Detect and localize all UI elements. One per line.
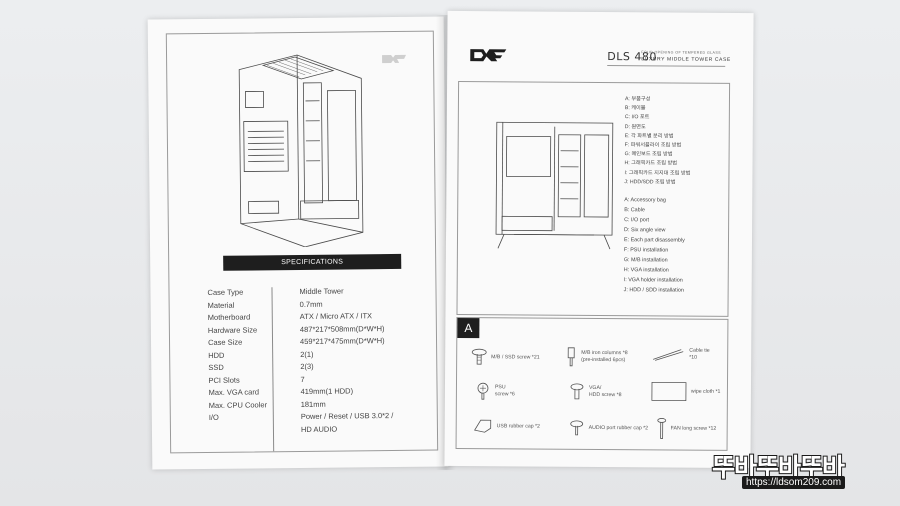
spec-value: 7 xyxy=(300,374,305,384)
spec-value: Power / Reset / USB 3.0*2 / xyxy=(300,411,394,421)
standoff-icon xyxy=(567,347,575,367)
accessory-vga-hdd-screw: VGA/ HDD screw *8 xyxy=(569,383,622,401)
brand-logo-icon xyxy=(470,49,507,62)
accessory-psu-screw: PSU screw *6 xyxy=(475,382,515,400)
legend-item: C: I/O port xyxy=(624,217,650,224)
screw-icon xyxy=(471,348,487,365)
legend-item: D: 원면도 xyxy=(624,123,646,130)
screw-icon xyxy=(477,382,489,400)
legend-item: G: M/B installation xyxy=(623,257,668,264)
legend-item: F: 파워서플라이 조립 방법 xyxy=(624,142,682,149)
left-page-frame: SPECIFICATIONS Case Type Material Mother… xyxy=(165,30,439,454)
spec-value: 459*217*475mm(D*W*H) xyxy=(299,336,385,346)
accessory-audio-rubber-cap: AUDIO port rubber cap *2 xyxy=(569,419,649,438)
spec-value: ATX / Micro ATX / ITX xyxy=(299,311,373,321)
spec-value: 181mm xyxy=(300,399,326,409)
manual-left-page: SPECIFICATIONS Case Type Material Mother… xyxy=(147,16,449,470)
legend-item: C: I/O 포트 xyxy=(624,114,650,121)
long-screw-icon xyxy=(657,418,667,439)
spec-value: 2(1) xyxy=(300,349,314,359)
spec-value: 0.7mm xyxy=(299,299,323,309)
model-subtitle-small: FOUR OPENING OF TEMPERED GLASS xyxy=(641,50,721,55)
spec-value: 487*217*508mm(D*W*H) xyxy=(299,323,385,334)
legend-item: A: 부품구성 xyxy=(624,96,651,103)
spec-value: 2(3) xyxy=(300,361,314,371)
accessory-wipe-cloth: wipe cloth *1 xyxy=(651,381,721,402)
legend-item: G: 메인보드 조립 방법 xyxy=(624,151,673,158)
legend-item: E: 각 파트별 분리 방법 xyxy=(624,132,674,140)
spec-value: 419mm(1 HDD) xyxy=(300,386,354,396)
accessory-fan-long-screw: FAN long screw *12 xyxy=(657,417,717,439)
accessory-cable-tie: Cable tie *10 xyxy=(651,347,710,361)
legend-item: H: 그래픽카드 조립 방법 xyxy=(624,160,678,167)
accessory-mb-iron-columns: M/B iron columns *8 (pre-installed 6pcs) xyxy=(565,347,628,367)
legend-item: J: HDD/SDD 조립 방법 xyxy=(624,178,676,186)
legend-item: F: PSU installation xyxy=(623,247,669,254)
legend-english: A: Accessory bag B: Cable C: I/O port D:… xyxy=(624,197,686,297)
legend-item: E: Each part disassembly xyxy=(623,237,685,244)
rubber-cap-icon xyxy=(570,420,584,436)
legend-item: J: HDD / SDD installation xyxy=(623,287,684,294)
title-underline xyxy=(607,65,726,67)
cloth-icon xyxy=(651,381,687,402)
legend-item: A: Accessory bag xyxy=(624,197,666,204)
spec-values: Middle Tower 0.7mm ATX / Micro ATX / ITX… xyxy=(299,286,393,437)
spec-value: HD AUDIO xyxy=(300,424,338,434)
legend-item: D: Six angle view xyxy=(624,227,666,234)
model-subtitle: LUXURY MIDDLE TOWER CASE xyxy=(641,56,731,63)
accessory-bag-frame: A M/B / SSD screw *21 M/B iron columns *… xyxy=(455,317,729,451)
legend-item: B: 케이블 xyxy=(624,105,646,112)
case-isometric-drawing xyxy=(238,54,364,248)
overview-diagram-frame: A: 부품구성 B: 케이블 C: I/O 포트 D: 원면도 E: 각 파트별… xyxy=(456,81,731,317)
cable-tie-icon xyxy=(653,349,684,361)
section-badge: A xyxy=(457,318,480,339)
brand-logo-faint xyxy=(381,54,407,67)
screw-icon xyxy=(570,383,584,400)
manual-right-page: DLS 480 FOUR OPENING OF TEMPERED GLASS L… xyxy=(444,10,754,469)
legend-item: H: VGA installation xyxy=(623,267,669,274)
specifications-heading: SPECIFICATIONS xyxy=(223,253,402,271)
legend-item: I: 그래픽카드 지지대 조립 방법 xyxy=(624,169,691,177)
legend-item: B: Cable xyxy=(624,207,645,214)
case-side-view-drawing xyxy=(495,121,614,250)
legend-korean: A: 부품구성 B: 케이블 C: I/O 포트 D: 원면도 E: 각 파트별… xyxy=(624,95,691,187)
watermark-url: https://ldsom209.com xyxy=(742,476,846,489)
site-watermark: 뚜바뚜바뚜바 https://ldsom209.com xyxy=(711,448,846,489)
accessory-usb-rubber-cap: USB rubber cap *2 xyxy=(473,418,540,434)
spec-value: Middle Tower xyxy=(299,286,344,296)
accessory-mb-ssd-screw: M/B / SSD screw *21 xyxy=(471,348,540,366)
legend-item: I: VGA holder installation xyxy=(623,277,683,284)
rubber-cap-icon xyxy=(474,419,492,433)
